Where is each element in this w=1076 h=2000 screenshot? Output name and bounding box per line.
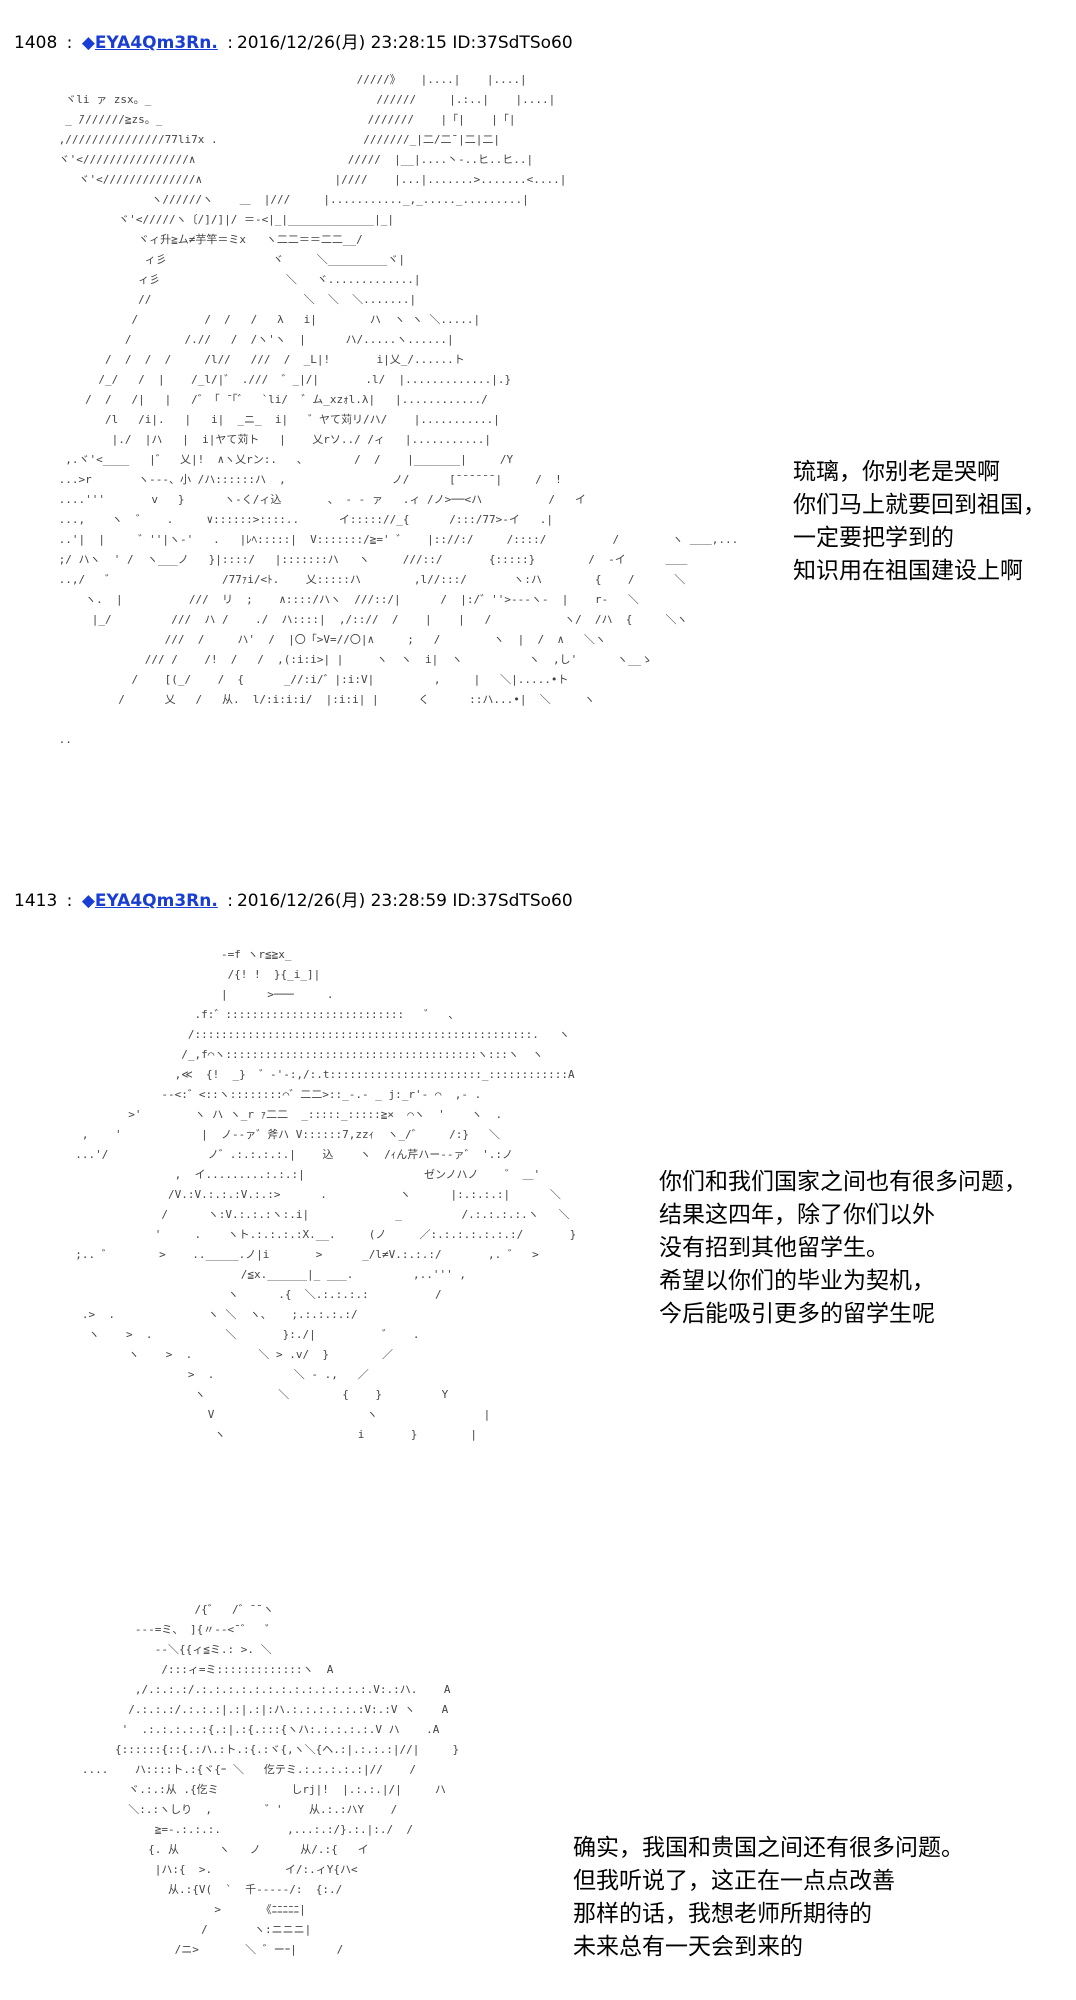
post-header: 1408 : ◆EYA4Qm3Rn. :2016/12/26(月) 23:28:… bbox=[14, 28, 573, 53]
author-trip-link[interactable]: EYA4Qm3Rn. bbox=[94, 33, 218, 53]
dialogue-line: 你们马上就要回到祖国， bbox=[793, 492, 1046, 518]
dialogue-line: 琉璃，你别老是哭啊 bbox=[793, 459, 1000, 485]
dialogue-block-2: 你们和我们国家之间也有很多问题， 结果这四年，除了你们以外 没有招到其他留学生。… bbox=[659, 1166, 1027, 1331]
dialogue-line: 希望以你们的毕业为契机， bbox=[659, 1268, 935, 1294]
post-separator: : bbox=[66, 891, 73, 911]
dialogue-line: 确实，我国和贵国之间还有很多问题。 bbox=[573, 1835, 964, 1861]
author-trip-link[interactable]: EYA4Qm3Rn. bbox=[94, 891, 218, 911]
trip-diamond-icon: ◆ bbox=[81, 891, 95, 911]
dialogue-block-3: 确实，我国和贵国之间还有很多问题。 但我听说了，这正在一点点改善 那样的话，我想… bbox=[573, 1832, 964, 1964]
dialogue-line: 未来总有一天会到来的 bbox=[573, 1934, 803, 1960]
dialogue-line: 但我听说了，这正在一点点改善 bbox=[573, 1868, 895, 1894]
ascii-art-1: /////》 |....| |....| ヾli ァ zsx。_ ////// … bbox=[58, 73, 739, 746]
dialogue-line: 一定要把学到的 bbox=[793, 525, 954, 551]
ascii-art-2: -=f ヽr≦≧x_ /{! ! }{_i_]| | >─── . .f:゛::… bbox=[75, 948, 577, 1441]
post-colon: : bbox=[227, 891, 233, 911]
post-id: ID:37SdTSo60 bbox=[452, 33, 573, 53]
post-separator: : bbox=[66, 33, 73, 53]
dialogue-line: 那样的话，我想老师所期待的 bbox=[573, 1901, 872, 1927]
dialogue-block-1: 琉璃，你别老是哭啊 你们马上就要回到祖国， 一定要把学到的 知识用在祖国建设上啊 bbox=[793, 456, 1046, 588]
dialogue-line: 知识用在祖国建设上啊 bbox=[793, 558, 1023, 584]
ascii-art-3: /{゛ /゛¯¯ヽ ---=ミ、 ]{〃--<¯゛ ゛ --＼{{ィ≦ミ.: >… bbox=[81, 1603, 460, 1956]
dialogue-line: 你们和我们国家之间也有很多问题， bbox=[659, 1169, 1027, 1195]
trip-diamond-icon: ◆ bbox=[81, 33, 95, 53]
post-colon: : bbox=[227, 33, 233, 53]
dialogue-line: 没有招到其他留学生。 bbox=[659, 1235, 889, 1261]
dialogue-line: 今后能吸引更多的留学生呢 bbox=[659, 1301, 935, 1327]
post-datetime: 2016/12/26(月) 23:28:59 bbox=[236, 891, 447, 911]
post-number: 1408 bbox=[14, 33, 58, 53]
post-datetime: 2016/12/26(月) 23:28:15 bbox=[236, 33, 447, 53]
post-number: 1413 bbox=[14, 891, 58, 911]
dialogue-line: 结果这四年，除了你们以外 bbox=[659, 1202, 935, 1228]
post-header: 1413 : ◆EYA4Qm3Rn. :2016/12/26(月) 23:28:… bbox=[14, 886, 573, 911]
post-id: ID:37SdTSo60 bbox=[452, 891, 573, 911]
